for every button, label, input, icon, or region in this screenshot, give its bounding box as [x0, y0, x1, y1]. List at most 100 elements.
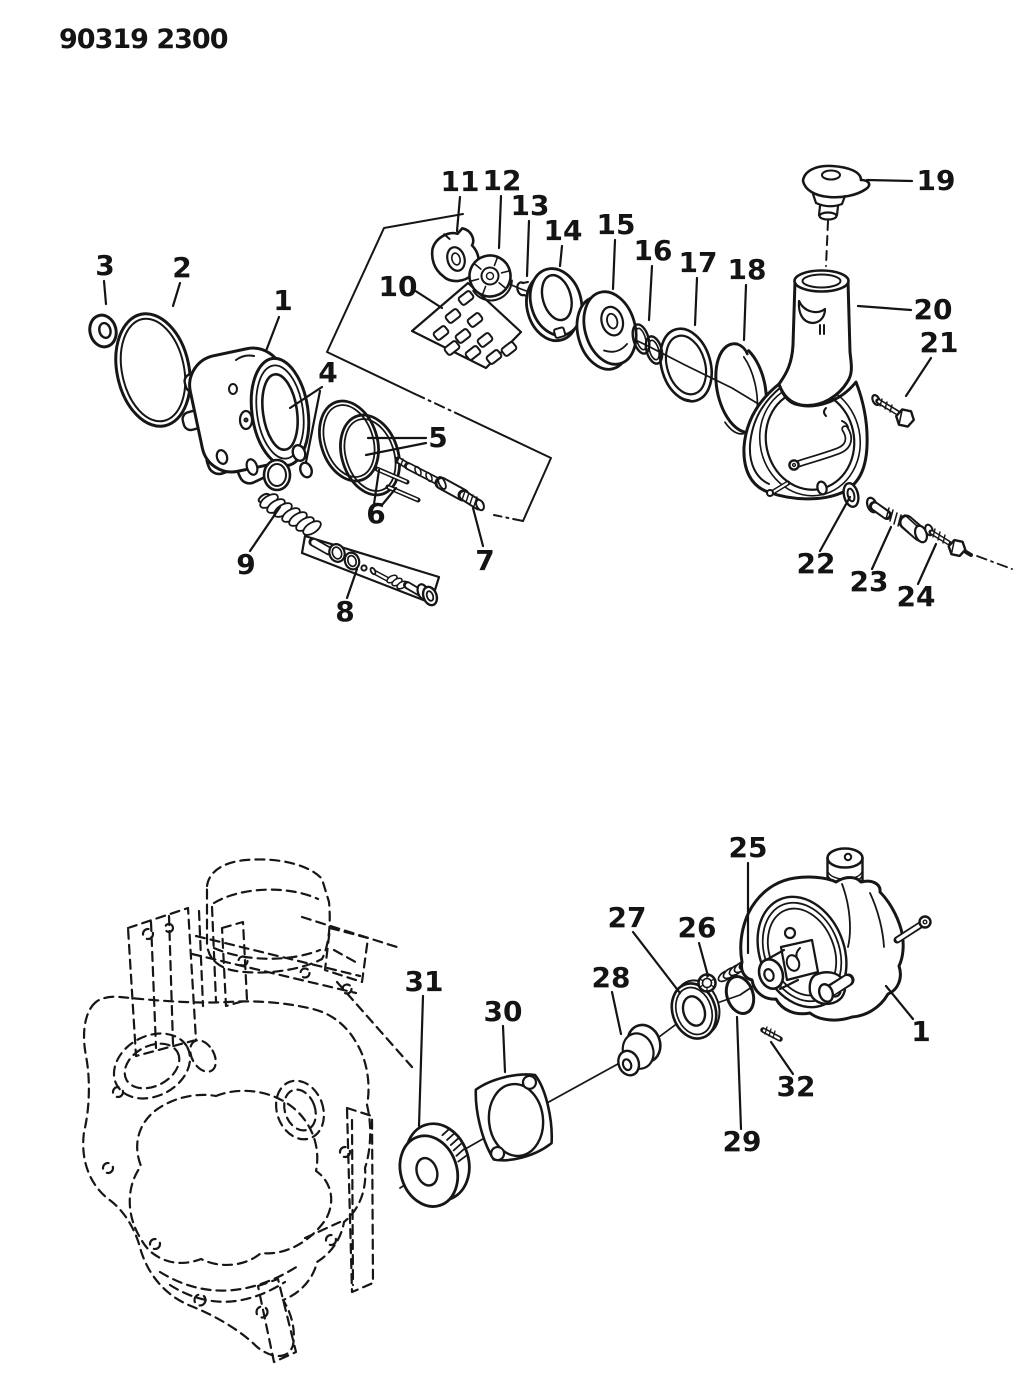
callout-label-12-top: 12 [483, 164, 522, 197]
callout-label-19-top: 19 [917, 164, 956, 197]
callout-leader-16 [647, 264, 654, 322]
callout-leader-22 [818, 495, 852, 553]
callout-leader-1 [264, 315, 281, 353]
reservoir-cap [801, 164, 871, 267]
callout-label-13-top: 13 [511, 189, 550, 222]
callout-label-29-bottom: 29 [723, 1125, 762, 1158]
callout-label-30-bottom: 30 [484, 995, 523, 1028]
callout-label-22-top: 22 [797, 547, 836, 580]
callout-label-8-top: 8 [335, 595, 354, 628]
pump-rotor [468, 254, 513, 302]
callout-leader-8 [345, 567, 359, 600]
callout-label-20-top: 20 [914, 293, 953, 326]
small-seals [262, 444, 313, 492]
vanes [432, 290, 518, 365]
cam-ring [525, 267, 584, 343]
hub-drum [575, 290, 638, 371]
callout-leader-7 [471, 506, 485, 548]
callout-leader-5 [364, 441, 428, 457]
pump-assembly [739, 847, 932, 1022]
gear-teeth [441, 1127, 467, 1163]
bushing-seal [88, 313, 118, 349]
callout-leader-3 [102, 279, 108, 306]
callout-leader-12 [497, 194, 503, 250]
callout-leader-23 [870, 525, 893, 571]
callout-leader-13 [525, 219, 531, 278]
callout-label-1-top: 1 [273, 284, 292, 317]
callout-label-7-top: 7 [475, 544, 494, 577]
callout-leader-6 [380, 486, 398, 507]
callout-leader-31 [417, 994, 425, 1128]
callout-label-17-top: 17 [679, 246, 718, 279]
fitting-bolt [924, 523, 1013, 570]
drive-shaft [394, 456, 485, 512]
callout-label-21-top: 21 [920, 326, 959, 359]
large-o-ring [114, 312, 192, 428]
callout-label-23-top: 23 [850, 565, 889, 598]
callout-label-28-bottom: 28 [592, 961, 631, 994]
callout-leader-9 [248, 505, 282, 553]
callout-label-11-top: 11 [441, 165, 480, 198]
sealing-washer [842, 482, 860, 508]
callout-leader-32 [769, 1040, 795, 1076]
callout-leader-14 [558, 244, 564, 268]
callout-label-2-top: 2 [172, 251, 191, 284]
callout-label-15-top: 15 [597, 208, 636, 241]
callout-leader-4 [288, 385, 324, 410]
callout-leader-20 [856, 304, 913, 312]
callout-label-6-top: 6 [366, 497, 385, 530]
callout-label-4-top: 4 [318, 356, 337, 389]
callout-leader-29 [735, 1015, 743, 1131]
vane-kit-plate [410, 281, 523, 370]
reservoir-body [742, 269, 869, 501]
shaft-bushing [617, 1023, 662, 1077]
callout-leader-1 [884, 984, 915, 1021]
callout-leader-2 [171, 281, 182, 308]
callout-leader-21 [904, 356, 933, 398]
bottom-installation-view [82, 847, 932, 1364]
callout-leader-17 [693, 276, 699, 327]
top-exploded-view [88, 164, 1013, 607]
pump-housing [181, 346, 311, 485]
mounting-stud [760, 1026, 783, 1042]
callout-label-27-bottom: 27 [608, 901, 647, 934]
callout-leader-24 [916, 542, 938, 586]
frame-lines [326, 213, 552, 522]
callout-label-24-top: 24 [897, 580, 936, 613]
callout-leader-6 [372, 468, 381, 506]
lock-nut [697, 973, 717, 993]
callout-label-9-top: 9 [236, 548, 255, 581]
callout-leader-4 [304, 389, 322, 464]
drive-gear [398, 1122, 471, 1208]
callout-label-31-bottom: 31 [405, 965, 444, 998]
outlet-fitting [865, 496, 929, 544]
callout-leader-27 [631, 930, 682, 995]
callout-label-1-bottom: 1 [911, 1015, 930, 1048]
callout-label-10-top: 10 [379, 270, 418, 303]
callout-leader-26 [697, 941, 710, 978]
callout-leader-30 [501, 1024, 507, 1074]
callout-label-25-bottom: 25 [729, 831, 768, 864]
callout-leader-18 [742, 283, 748, 342]
callout-leader-11 [455, 195, 462, 233]
valve-spring [257, 492, 322, 536]
callout-label-16-top: 16 [634, 234, 673, 267]
callout-label-14-top: 14 [544, 214, 583, 247]
callout-label-32-bottom: 32 [777, 1070, 816, 1103]
callout-leader-10 [412, 288, 444, 310]
callout-leader-15 [611, 238, 617, 291]
callout-label-18-top: 18 [728, 253, 767, 286]
seal-ring [659, 327, 713, 403]
callout-label-26-bottom: 26 [678, 911, 717, 944]
engine-cover-phantom [82, 858, 414, 1364]
cover-plate [474, 1073, 554, 1162]
callout-label-3-top: 3 [95, 249, 114, 282]
figure-number: 90319 2300 [59, 24, 228, 55]
mounting-bolt [871, 393, 916, 428]
pump-o-ring [724, 974, 756, 1016]
callout-leader-19 [865, 178, 914, 183]
callout-leader-28 [610, 990, 623, 1036]
